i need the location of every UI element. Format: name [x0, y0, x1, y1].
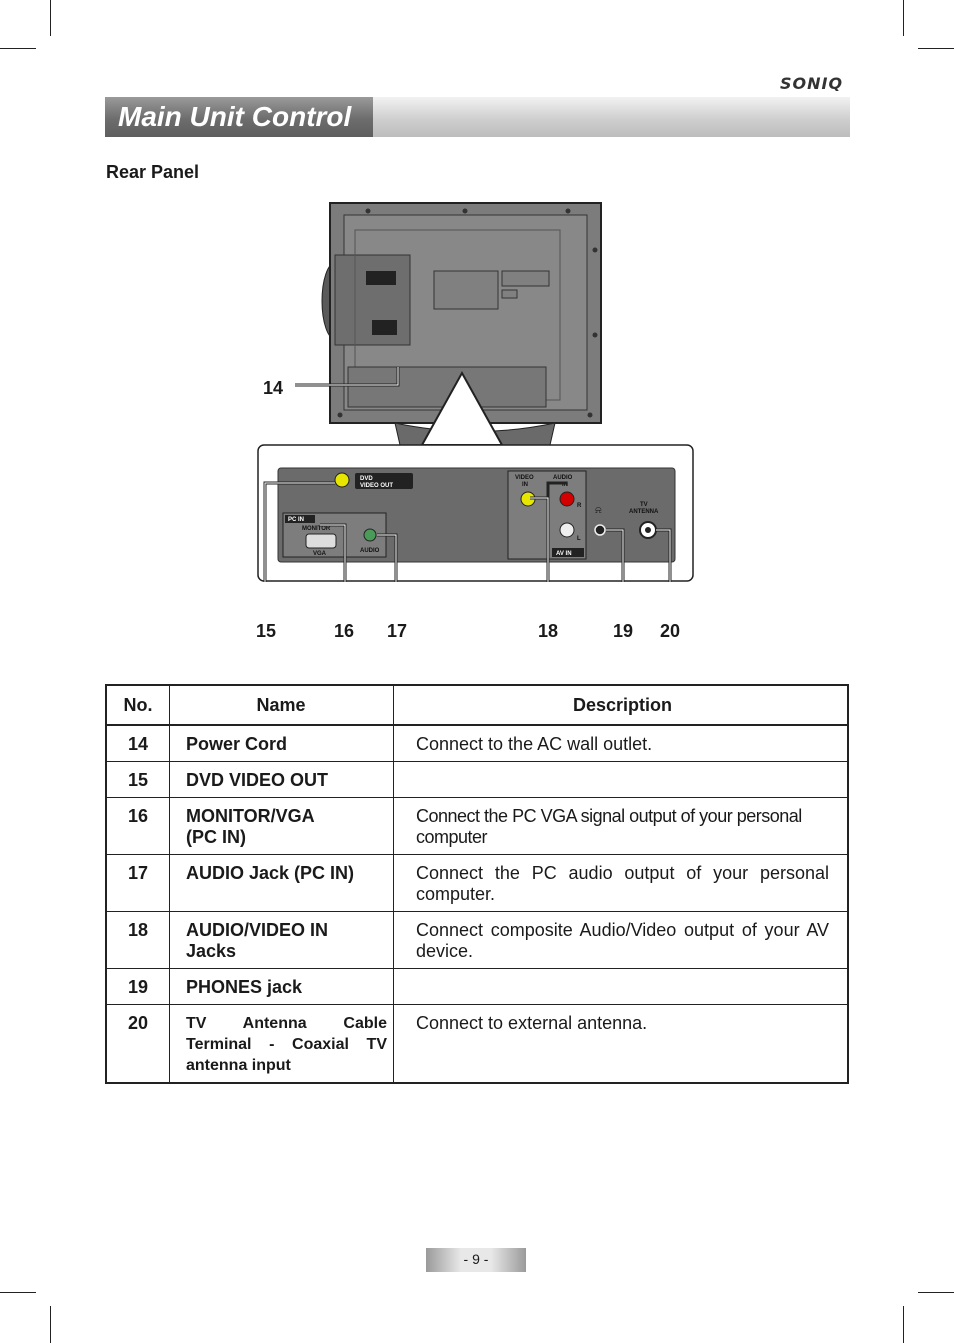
- dvd-label: DVD: [360, 476, 373, 482]
- header-name: Name: [169, 684, 394, 726]
- callout-19: 19: [613, 621, 634, 641]
- callout-20: 20: [660, 621, 681, 641]
- table-row: 14 Power Cord Connect to the AC wall out…: [105, 725, 849, 762]
- row-name-line: (PC IN): [186, 827, 246, 847]
- page-number-bar: [426, 1248, 526, 1272]
- row-description: Connect to the AC wall outlet.: [393, 725, 849, 762]
- crop-mark: [918, 48, 954, 49]
- table-row: 16 MONITOR/VGA(PC IN) Connect the PC VGA…: [105, 797, 849, 855]
- crop-mark: [903, 1306, 904, 1343]
- row-name: MONITOR/VGA(PC IN): [169, 797, 394, 855]
- table-row: 20 TV Antenna Cable Terminal - Coaxial T…: [105, 1004, 849, 1084]
- monitor-label: MONITOR: [302, 526, 331, 532]
- pc-in-label: PC IN: [288, 517, 304, 523]
- callout-14: 14: [263, 378, 284, 398]
- crop-mark: [0, 48, 36, 49]
- audio-in-sub: IN: [562, 482, 568, 488]
- l-label: L: [577, 536, 581, 542]
- table-row: 17 AUDIO Jack (PC IN) Connect the PC aud…: [105, 854, 849, 912]
- row-number: 14: [105, 725, 170, 762]
- tv-label: TV: [640, 502, 648, 508]
- row-description: Connect to external antenna.: [393, 1004, 849, 1084]
- row-number: 17: [105, 854, 170, 912]
- callout-17: 17: [387, 621, 408, 641]
- table-row: 19 PHONES jack: [105, 968, 849, 1005]
- callout-15: 15: [256, 621, 277, 641]
- row-number: 15: [105, 761, 170, 798]
- row-name: TV Antenna Cable Terminal - Coaxial TV a…: [169, 1004, 394, 1084]
- section-title-tab: [105, 97, 373, 137]
- row-number: 16: [105, 797, 170, 855]
- subheading: Rear Panel: [106, 162, 200, 182]
- row-number: 20: [105, 1004, 170, 1084]
- row-number: 19: [105, 968, 170, 1005]
- header-description: Description: [393, 684, 849, 726]
- callout-18: 18: [538, 621, 559, 641]
- video-in-label: VIDEO: [515, 475, 534, 481]
- crop-mark: [918, 1292, 954, 1293]
- rear-panel-diagram: DVD VIDEO OUT PC IN MONITOR VGA AUDIO VI…: [250, 202, 700, 595]
- row-name: DVD VIDEO OUT: [169, 761, 394, 798]
- page-number: - 9 -: [463, 1251, 489, 1267]
- row-name-line: Jacks: [186, 941, 237, 961]
- row-name-line: MONITOR/VGA: [186, 806, 315, 826]
- row-description: Connect composite Audio/Video output of …: [393, 911, 849, 969]
- section-title: Main Unit Control: [118, 101, 352, 132]
- table-row: 15 DVD VIDEO OUT: [105, 761, 849, 798]
- video-in-sub: IN: [522, 482, 528, 488]
- crop-mark: [50, 1306, 51, 1343]
- row-name: Power Cord: [169, 725, 394, 762]
- connector-table: No. Name Description 14 Power Cord Conne…: [105, 684, 849, 1084]
- crop-mark: [903, 0, 904, 36]
- row-description: Connect the PC audio output of your pers…: [393, 854, 849, 912]
- video-out-label: VIDEO OUT: [360, 483, 393, 489]
- table-header-row: No. Name Description: [105, 684, 849, 726]
- crop-mark: [0, 1292, 36, 1293]
- antenna-label: ANTENNA: [629, 509, 659, 515]
- svg-text:⍾: ⍾: [595, 505, 602, 516]
- vga-label: VGA: [313, 551, 327, 557]
- brand-logo: SONIQ: [780, 74, 844, 93]
- row-name: AUDIO Jack (PC IN): [169, 854, 394, 912]
- row-number: 18: [105, 911, 170, 969]
- row-description: [393, 968, 849, 1005]
- audio-in-label: AUDIO: [553, 475, 573, 481]
- av-in-label: AV IN: [556, 551, 572, 557]
- row-name: PHONES jack: [169, 968, 394, 1005]
- callout-16: 16: [334, 621, 355, 641]
- row-name-line: AUDIO/VIDEO IN: [186, 920, 329, 940]
- r-label: R: [577, 503, 582, 509]
- audio-label: AUDIO: [360, 548, 380, 554]
- row-description: Connect the PC VGA signal output of your…: [393, 797, 849, 855]
- crop-mark: [50, 0, 51, 36]
- row-description: [393, 761, 849, 798]
- header-no: No.: [105, 684, 170, 726]
